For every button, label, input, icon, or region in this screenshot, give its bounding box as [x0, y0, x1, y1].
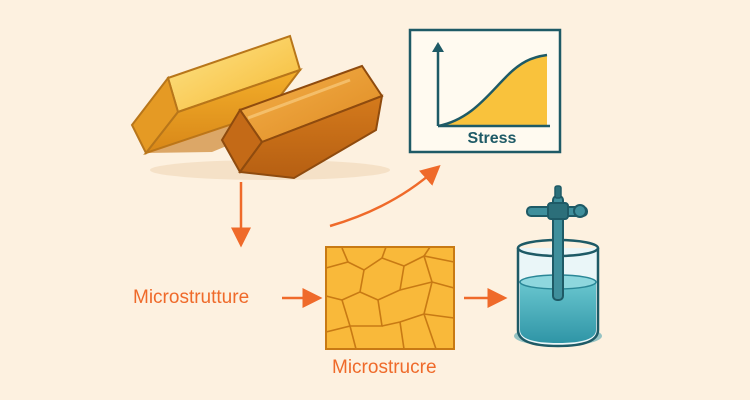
- arrow-to-chart: [329, 165, 441, 228]
- flow-arrows: [231, 165, 508, 308]
- stress-curve-chart-icon: [408, 28, 562, 154]
- gold-ingots-icon: [130, 34, 390, 180]
- microstructure-label-left: Microstrutture: [133, 287, 250, 308]
- grain-structure-icon: [325, 246, 455, 350]
- beaker-stirrer-icon: [514, 185, 602, 348]
- microstructure-label-bottom: Microstrucre: [332, 357, 437, 378]
- chart-axis-label: Stress: [467, 130, 517, 147]
